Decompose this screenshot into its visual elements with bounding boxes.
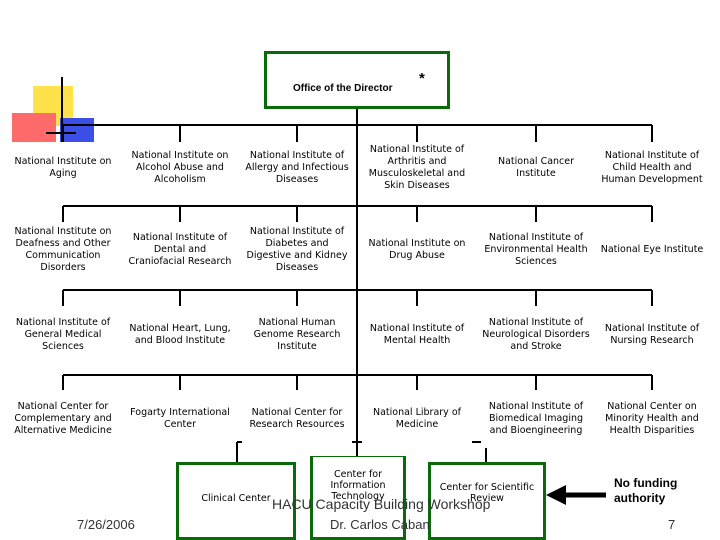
institute-box: National Institute of Environmental Heal… bbox=[481, 222, 591, 278]
institute-box: National Institute of Child Health and H… bbox=[597, 142, 707, 194]
clinical-center-box: Clinical Center bbox=[176, 462, 296, 540]
director-asterisk: * bbox=[419, 70, 425, 87]
institute-box: Fogarty International Center bbox=[125, 390, 235, 448]
institute-box: National Institute of Dental and Craniof… bbox=[125, 222, 235, 278]
institute-box: National Heart, Lung, and Blood Institut… bbox=[125, 306, 235, 364]
institute-box: National Institute of Neurological Disor… bbox=[481, 306, 591, 364]
institute-box: National Cancer Institute bbox=[481, 142, 591, 194]
institute-box: National Center for Complementary and Al… bbox=[8, 390, 118, 448]
institute-box: National Institute of General Medical Sc… bbox=[8, 306, 118, 364]
institute-box: National Institute on Alcohol Abuse and … bbox=[125, 142, 235, 194]
clinical-center-label: Clinical Center bbox=[179, 473, 293, 525]
no-funding-note: No funding authority bbox=[614, 476, 678, 505]
institute-box: National Center on Minority Health and H… bbox=[597, 390, 707, 448]
decor-horizontal-line bbox=[46, 132, 76, 134]
decor-red-square bbox=[12, 113, 56, 143]
page-number: 7 bbox=[668, 517, 676, 532]
director-label: Office of the Director bbox=[293, 83, 393, 94]
csr-label: Center for Scientific Review bbox=[431, 473, 543, 513]
footer-title: HACU Capacity Building Workshop bbox=[272, 496, 491, 512]
institute-box: National Center for Research Resources bbox=[242, 390, 352, 448]
institute-box: National Institute of Allergy and Infect… bbox=[242, 142, 352, 194]
decor-blue-square bbox=[60, 118, 94, 142]
institute-box: National Institute of Nursing Research bbox=[597, 306, 707, 364]
footer-presenter: Dr. Carlos Caban bbox=[330, 517, 430, 532]
institute-box: National Library of Medicine bbox=[362, 390, 472, 448]
cit-label: Center for Information Technology bbox=[313, 457, 403, 513]
cit-box: Center for Information Technology bbox=[310, 456, 406, 540]
institute-box: National Institute of Mental Health bbox=[362, 306, 472, 364]
institute-box: National Institute of Biomedical Imaging… bbox=[481, 390, 591, 448]
csr-box: Center for Scientific Review bbox=[428, 462, 546, 540]
decor-vertical-line bbox=[61, 77, 63, 147]
institute-box: National Institute of Arthritis and Musc… bbox=[362, 142, 472, 194]
institute-box: National Institute of Diabetes and Diges… bbox=[242, 222, 352, 278]
institute-box: National Human Genome Research Institute bbox=[242, 306, 352, 364]
director-box: Office of the Director * bbox=[264, 51, 450, 109]
footer-date: 7/26/2006 bbox=[77, 517, 135, 532]
institute-box: National Institute on Deafness and Other… bbox=[8, 222, 118, 278]
institute-box: National Institute on Drug Abuse bbox=[362, 222, 472, 278]
institute-box: National Eye Institute bbox=[597, 222, 707, 278]
institute-box: National Institute on Aging bbox=[8, 142, 118, 194]
